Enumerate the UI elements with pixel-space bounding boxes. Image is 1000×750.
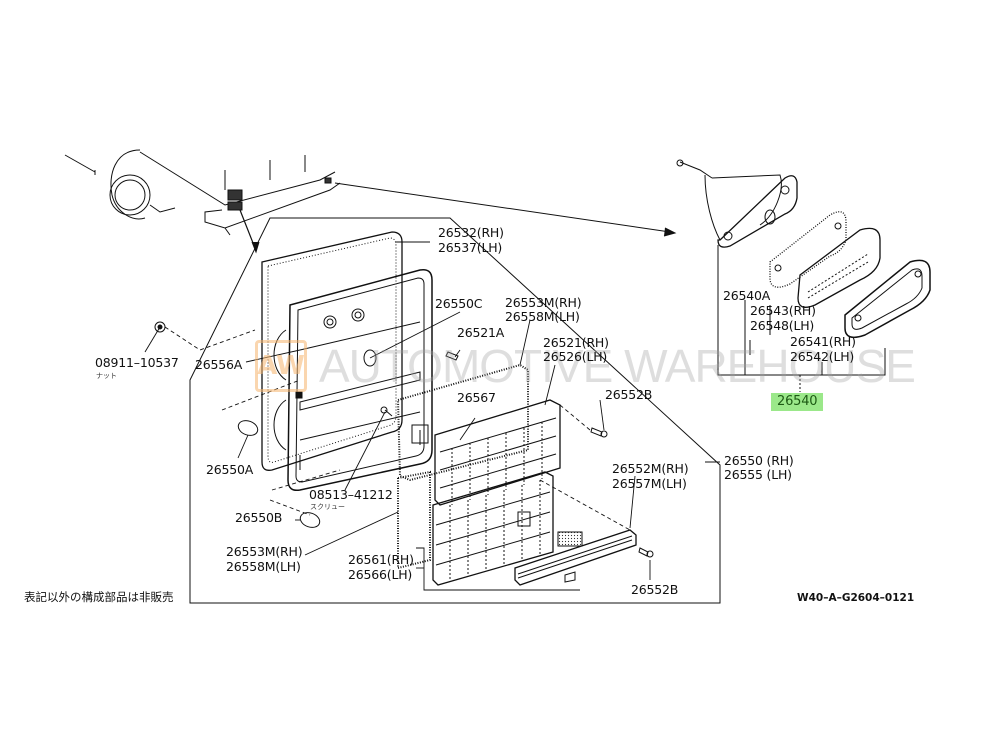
side-marker-lamp <box>676 159 931 392</box>
part-08513-caption: スクリュー <box>310 503 345 511</box>
part-26541[interactable]: 26541(RH) <box>790 334 856 349</box>
part-26521A[interactable]: 26521A <box>457 325 505 340</box>
lens-gasket <box>396 363 529 570</box>
part-26540-highlighted[interactable]: 26540 <box>771 393 824 411</box>
lens-lower <box>432 471 554 586</box>
lens-upper <box>434 399 561 506</box>
part-26521[interactable]: 26521(RH) <box>543 335 609 350</box>
part-26550[interactable]: 26550 (RH) <box>724 453 794 468</box>
lamp-housing <box>273 268 433 492</box>
assembly-outline <box>189 217 721 604</box>
part-26558M-top[interactable]: 26558M(LH) <box>505 309 580 324</box>
part-26548[interactable]: 26548(LH) <box>750 318 815 333</box>
part-08911-10537[interactable]: 08911–10537 <box>95 355 179 370</box>
part-26550A[interactable]: 26550A <box>206 462 254 477</box>
part-26526[interactable]: 26526(LH) <box>543 349 608 364</box>
gasket-26532 <box>261 231 403 471</box>
part-26557M[interactable]: 26557M(LH) <box>612 476 687 491</box>
part-26543[interactable]: 26543(RH) <box>750 303 816 318</box>
part-08911-caption: ナット <box>96 372 117 380</box>
part-26552B-top[interactable]: 26552B <box>605 387 653 402</box>
part-26540A[interactable]: 26540A <box>723 288 771 303</box>
part-26566[interactable]: 26566(LH) <box>348 567 413 582</box>
part-26537[interactable]: 26537(LH) <box>438 240 503 255</box>
part-26550C[interactable]: 26550C <box>435 296 483 311</box>
part-26552M[interactable]: 26552M(RH) <box>612 461 689 476</box>
leader-lines <box>144 241 651 591</box>
not-sold-note: 表記以外の構成部品は非販売 <box>24 590 174 604</box>
part-26567[interactable]: 26567 <box>457 390 496 405</box>
part-26553M-bottom[interactable]: 26553M(RH) <box>226 544 303 559</box>
part-26542[interactable]: 26542(LH) <box>790 349 855 364</box>
reflector-bar <box>514 529 637 586</box>
part-26552B-bottom[interactable]: 26552B <box>631 582 679 597</box>
part-26550B[interactable]: 26550B <box>235 510 283 525</box>
part-26561[interactable]: 26561(RH) <box>348 552 414 567</box>
part-26556A[interactable]: 26556A <box>195 357 243 372</box>
part-08513-41212[interactable]: 08513–41212 <box>309 487 393 502</box>
vehicle-sketch <box>64 149 677 254</box>
part-26553M-top[interactable]: 26553M(RH) <box>505 295 582 310</box>
part-26555[interactable]: 26555 (LH) <box>724 467 792 482</box>
part-26532[interactable]: 26532(RH) <box>438 225 504 240</box>
figure-code: W40–A–G2604–0121 <box>797 592 915 604</box>
part-26558M-bottom[interactable]: 26558M(LH) <box>226 559 301 574</box>
